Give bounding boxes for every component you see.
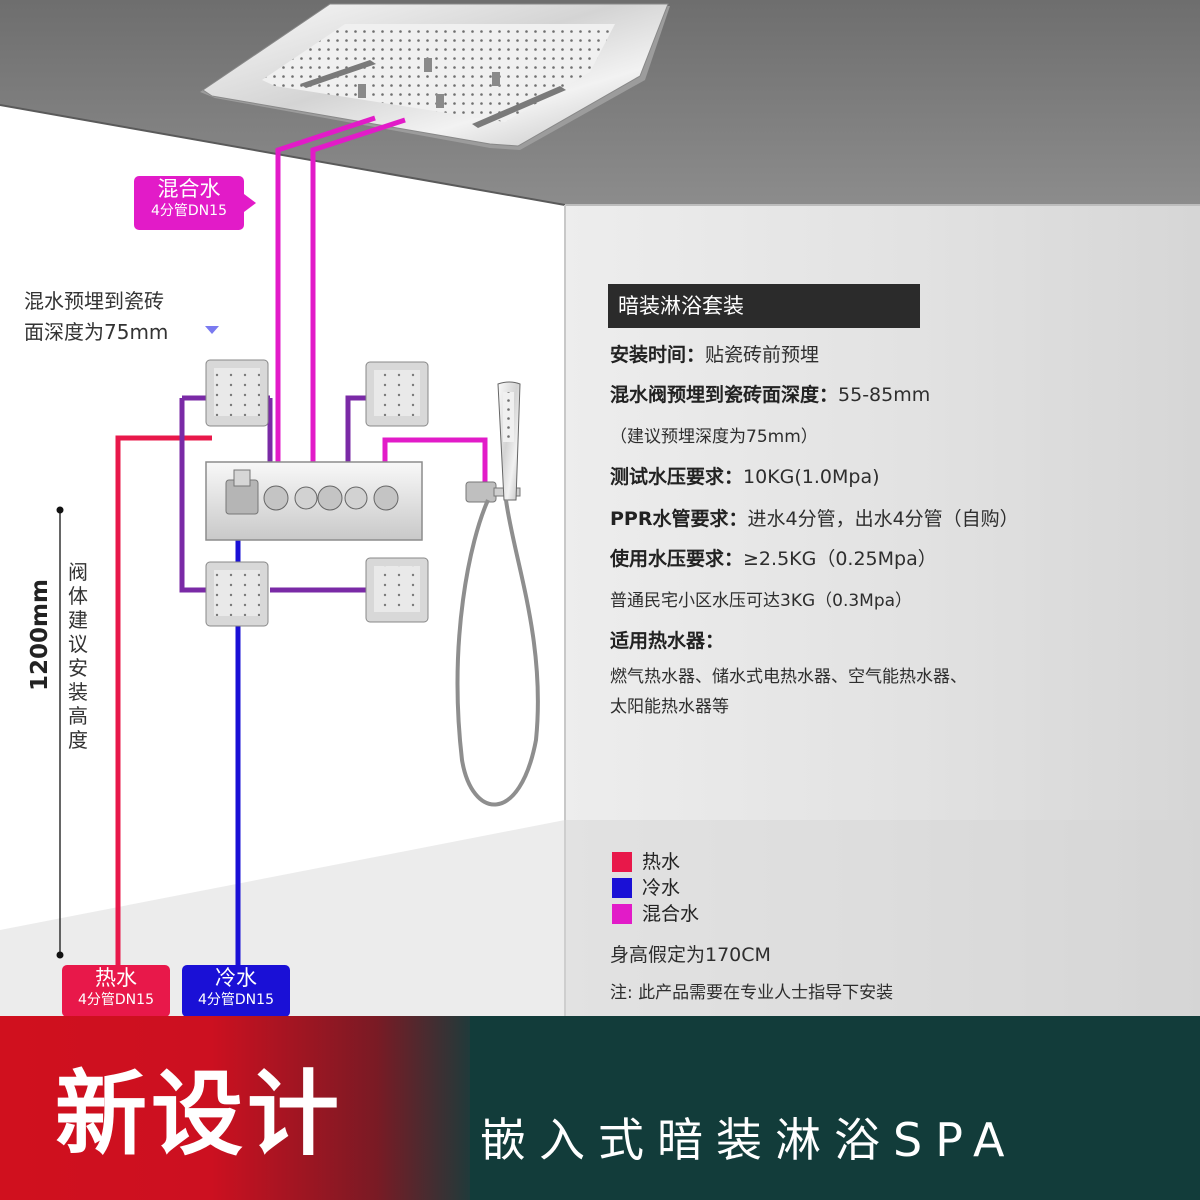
spec-row-value: 太阳能热水器等 xyxy=(610,697,729,717)
spec-row-label: 使用水压要求： xyxy=(610,548,744,570)
spec-row-value: 10KG(1.0Mpa) xyxy=(743,466,880,488)
body-jet-top-left xyxy=(205,359,269,427)
spec-row-value: 进水4分管，出水4分管（自购） xyxy=(747,508,1019,530)
embed-depth-note: 混水预埋到瓷砖 面深度为75mm xyxy=(24,286,168,348)
ceiling-edge xyxy=(0,104,566,206)
installation-height-value: 1200mm xyxy=(27,579,53,691)
legend-label: 热水 xyxy=(642,851,681,873)
spec-row: （建议预埋深度为75mm） xyxy=(610,422,818,447)
banner-title: 新设计 xyxy=(55,1061,344,1168)
install-note: 注: 此产品需要在专业人士指导下安装 xyxy=(610,983,894,1003)
body-jet-bottom-right xyxy=(365,557,429,623)
spec-row: 太阳能热水器等 xyxy=(610,692,729,717)
shower-hose xyxy=(455,499,540,807)
spec-row: 燃气热水器、储水式电热水器、空气能热水器、 xyxy=(610,662,967,687)
spec-row-label: 测试水压要求： xyxy=(610,466,744,488)
cold-pipe-label: 冷水 4分管DN15 xyxy=(182,965,290,1017)
spec-row: 测试水压要求：10KG(1.0Mpa) xyxy=(610,462,880,489)
body-jet-top-right xyxy=(365,361,429,427)
height-assumption: 身高假定为170CM xyxy=(610,944,771,966)
floor-shade xyxy=(0,820,1200,1016)
embed-depth-note-line2: 面深度为75mm xyxy=(24,320,169,344)
spec-row: 适用热水器： xyxy=(610,626,724,653)
banner-right xyxy=(470,1016,1200,1200)
rain-shower-head xyxy=(200,3,670,150)
spec-row-label: PPR水管要求： xyxy=(610,508,748,530)
spec-row-value: 燃气热水器、储水式电热水器、空气能热水器、 xyxy=(610,667,967,687)
banner-subtitle: 嵌入式暗装淋浴SPA xyxy=(480,1113,1018,1167)
hand-shower xyxy=(465,381,521,503)
spec-row-value: （建议预埋深度为75mm） xyxy=(610,427,818,447)
cold-pipe-label-title: 冷水 xyxy=(215,966,257,990)
legend-swatch xyxy=(612,904,632,924)
spec-row-value: 贴瓷砖前预埋 xyxy=(705,344,820,366)
spec-row-value: ≥2.5KG（0.25Mpa） xyxy=(743,548,937,570)
spec-row-value: 普通民宅小区水压可达3KG（0.3Mpa） xyxy=(610,591,913,611)
mixed-pipes xyxy=(275,115,488,488)
spec-row-label: 适用热水器： xyxy=(610,630,725,652)
legend-swatch xyxy=(612,878,632,898)
spec-title: 暗装淋浴套装 xyxy=(608,284,920,328)
legend-label: 混合水 xyxy=(642,903,700,925)
mixed-pipe-label: 混合水 4分管DN15 xyxy=(134,176,244,230)
banner-left xyxy=(0,1016,470,1200)
spec-row-label: 安装时间： xyxy=(610,344,706,366)
back-wall xyxy=(565,205,1200,1200)
spec-row-value: 55-85mm xyxy=(838,384,931,406)
spec-row: PPR水管要求：进水4分管，出水4分管（自购） xyxy=(610,504,1019,531)
spec-row: 普通民宅小区水压可达3KG（0.3Mpa） xyxy=(610,586,912,611)
thermostatic-valve xyxy=(205,461,423,541)
legend-label: 冷水 xyxy=(642,877,681,899)
installation-height: 1200mm xyxy=(22,560,58,710)
body-jet-bottom-left xyxy=(205,561,269,627)
legend-swatch xyxy=(612,852,632,872)
mixed-pipe-label-title: 混合水 xyxy=(157,177,221,201)
embed-note-arrow xyxy=(205,326,219,334)
spec-row: 混水阀预埋到瓷砖面深度：55-85mm xyxy=(610,380,930,407)
hot-pipe-label: 热水 4分管DN15 xyxy=(62,965,170,1017)
embed-depth-note-line1: 混水预埋到瓷砖 xyxy=(24,289,164,313)
cold-pipe-label-sub: 4分管DN15 xyxy=(198,992,274,1008)
height-dimension-line xyxy=(56,506,64,959)
spec-row: 使用水压要求：≥2.5KG（0.25Mpa） xyxy=(610,544,937,571)
installation-height-note: 阀体建议安装高度 xyxy=(68,560,88,752)
hot-pipe-label-title: 热水 xyxy=(95,966,137,990)
spec-row: 安装时间：贴瓷砖前预埋 xyxy=(610,340,819,367)
spec-row-label: 混水阀预埋到瓷砖面深度： xyxy=(610,384,839,406)
mixed-pipe-label-sub: 4分管DN15 xyxy=(151,203,227,219)
hot-pipe-label-sub: 4分管DN15 xyxy=(78,992,154,1008)
mixed-pipe-label-pointer xyxy=(244,194,256,212)
